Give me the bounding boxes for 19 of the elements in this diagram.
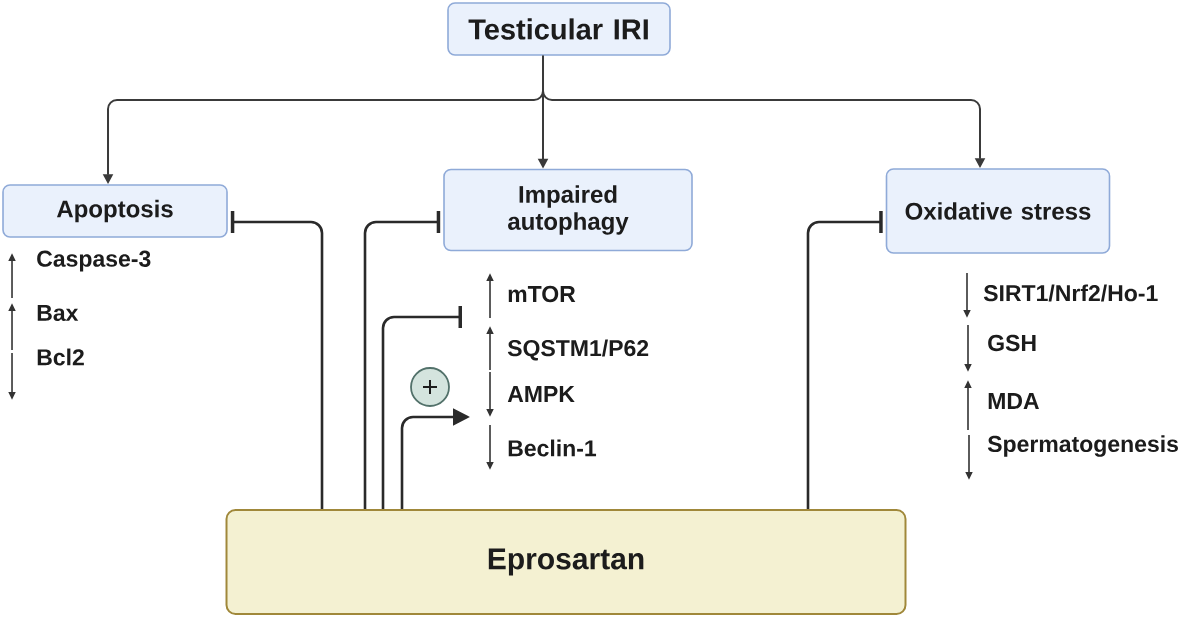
marker-label: Beclin-1	[508, 439, 597, 457]
marker-label: GSH	[988, 334, 1036, 352]
process-box: Testicular IRI	[447, 2, 671, 56]
process-box: Impaired autophagy	[443, 168, 693, 252]
marker-label: Bax	[37, 304, 79, 321]
marker-label: Spermatogenesis	[987, 435, 1178, 457]
marker-label: mTOR	[508, 285, 576, 303]
inhibition-arrow	[806, 211, 883, 509]
inhibition-arrow	[363, 211, 441, 509]
marker-label: SQSTM1/P62	[507, 339, 649, 361]
inhibition-arrow	[230, 211, 324, 509]
process-box: Oxidative stress	[885, 168, 1111, 254]
process-box: Apoptosis	[2, 184, 228, 238]
marker-label: MDA	[988, 393, 1039, 409]
marker-label: AMPK	[507, 386, 575, 402]
marker-label: Bcl2	[37, 348, 84, 366]
drug-box: Eprosartan	[225, 509, 907, 615]
inhibition-arrow	[381, 306, 462, 509]
marker-label: SIRT1/Nrf2/Ho-1	[983, 284, 1158, 302]
